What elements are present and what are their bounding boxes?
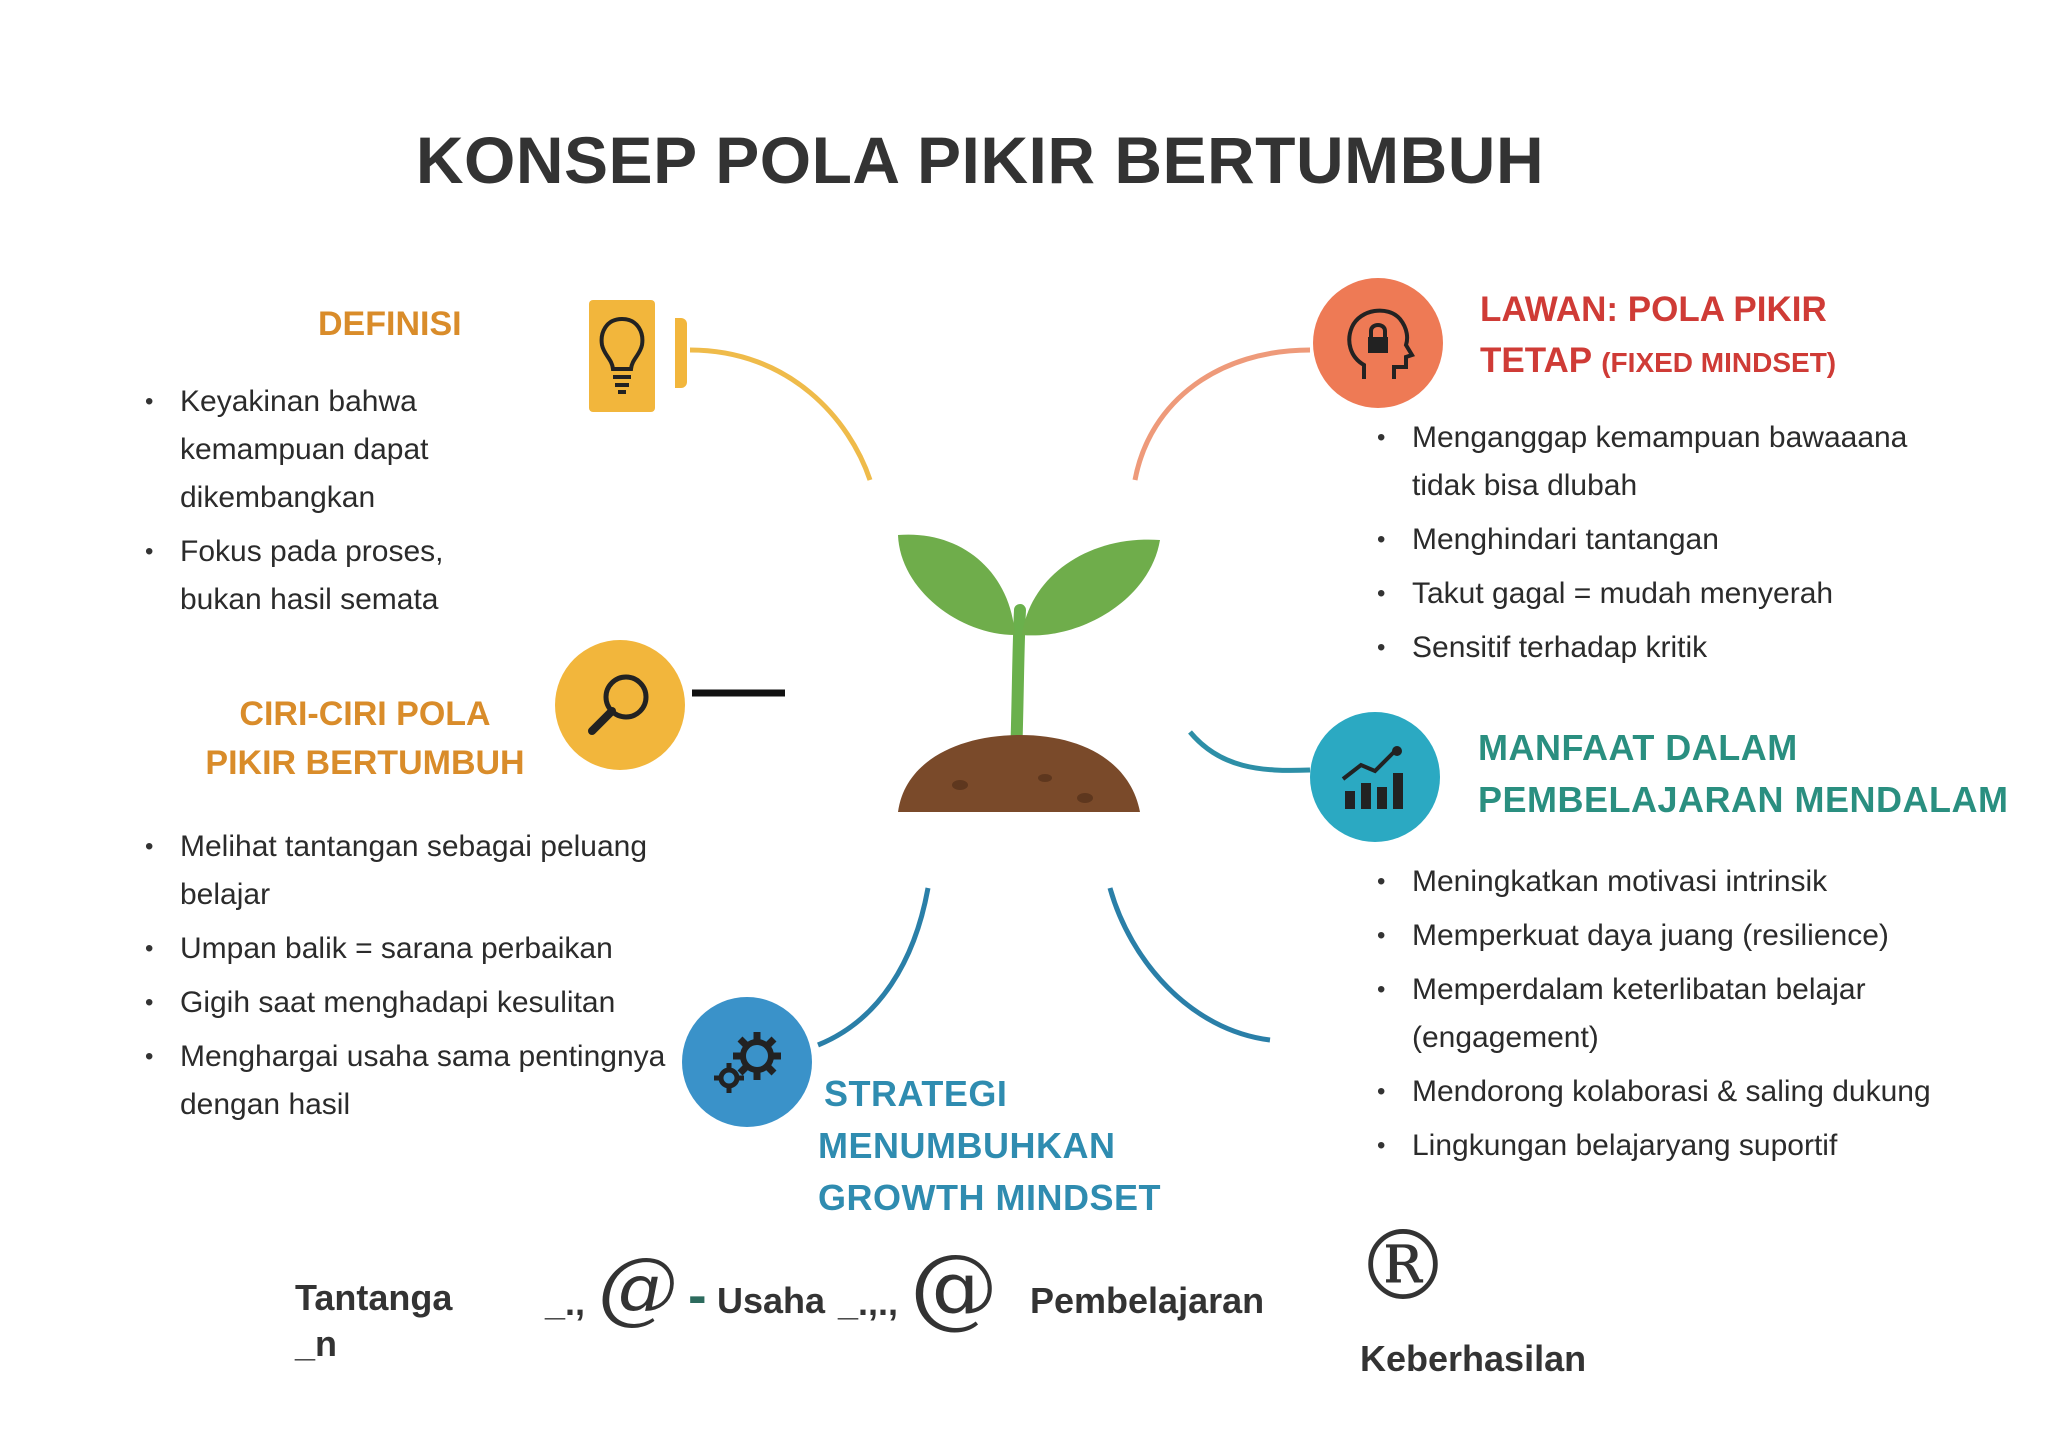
lawan-icon-circle [1313,278,1443,408]
right-leaf [1022,539,1160,636]
bottom-keberhasilan: Keberhasilan [1360,1338,1587,1379]
manfaat-heading-line1: MANFAAT DALAM [1478,727,1798,768]
list-item: Menghargai usaha sama pentingnya dengan … [145,1033,705,1129]
bottom-sep-2: _.,., [838,1282,899,1323]
definisi-heading: DEFINISI [318,305,462,343]
lawan-heading: LAWAN: POLA PIKIR TETAP (FIXED MINDSET) [1480,285,1836,387]
lightbulb-icon [599,316,645,394]
list-item: Menganggap kemampuan bawaaana tidak bisa… [1377,414,1977,510]
list-item: Menghindari tantangan [1377,516,1977,564]
strategi-icon-circle [682,997,812,1127]
list-item: Memperdalam keterlibatan belajar (engage… [1377,966,1997,1062]
list-item: Fokus pada proses, bukan hasil semata [145,528,505,624]
ciri-heading-line2: PIKIR BERTUMBUH [205,744,525,783]
connector-lawan [1132,347,1311,481]
gears-icon [714,1032,781,1093]
list-item: Melihat tantangan sebagai peluang belaja… [145,823,705,919]
manfaat-heading: MANFAAT DALAM PEMBELAJARAN MENDALAM [1478,722,2009,826]
lawan-heading-tetap: TETAP [1480,340,1592,380]
ciri-list: Melihat tantangan sebagai peluang belaja… [145,823,705,1135]
growth-chart-icon [1341,746,1403,809]
page-title: KONSEP POLA PIKIR BERTUMBUH [415,123,1545,197]
list-item: Takut gagal = mudah menyerah [1377,570,1977,618]
magnifier-icon [588,674,649,735]
bottom-tantangan-line2: _n [295,1323,338,1364]
strategi-heading-line3: GROWTH MINDSET [818,1177,1161,1219]
ciri-heading-line1: CIRI-CIRI POLA [239,695,491,733]
manfaat-heading-line2: PEMBELAJARAN MENDALAM [1478,779,2009,821]
bottom-tantangan: Tantanga _n [295,1275,452,1367]
strategi-heading-line1: STRATEGI [824,1073,1008,1114]
list-item: Umpan balik = sarana perbaikan [145,925,705,973]
head-lock-icon [1347,308,1415,379]
definisi-list: Keyakinan bahwa kemampuan dapat dikemban… [145,378,505,630]
list-item: Lingkungan belajaryang suportif [1377,1122,1997,1170]
connector-manfaat [1188,730,1311,773]
definisi-icon-tile [589,300,655,412]
registered-icon: ® [1355,1210,1451,1322]
soil-mound [898,735,1140,812]
lawan-heading-line2: TETAP (FIXED MINDSET) [1480,336,1836,387]
strategi-heading-line2: MENUMBUHKAN [818,1125,1116,1167]
ciri-heading: CIRI-CIRI POLA PIKIR BERTUMBUH [190,690,540,789]
lawan-heading-line1: LAWAN: POLA PIKIR [1480,290,1827,329]
strategi-heading: STRATEGI MENUMBUHKAN GROWTH MINDSET [818,1068,1161,1225]
list-item: Sensitif terhadap kritik [1377,624,1977,672]
left-leaf [898,534,1015,635]
at-icon-1: @ [598,1240,678,1333]
at-icon-2: @ [910,1235,998,1338]
list-item: Memperkuat daya juang (resilience) [1377,912,1997,960]
definisi-icon-edge [675,318,687,388]
bottom-dash: - [688,1263,707,1326]
list-item: Gigih saat menghadapi kesulitan [145,979,705,1027]
sprout-icon [898,534,1160,812]
lawan-list: Menganggap kemampuan bawaaana tidak bisa… [1377,414,1977,678]
connector-definisi [689,347,873,481]
ciri-icon-circle [555,640,685,770]
manfaat-icon-circle [1310,712,1440,842]
manfaat-list: Meningkatkan motivasi intrinsik Memperku… [1377,858,1997,1176]
bottom-pembelajaran: Pembelajaran [1030,1280,1265,1321]
list-item: Mendorong kolaborasi & saling dukung [1377,1068,1997,1116]
list-item: Meningkatkan motivasi intrinsik [1377,858,1997,906]
bottom-tantangan-line1: Tantanga [295,1277,453,1318]
bottom-usaha: Usaha [717,1280,826,1321]
bottom-sep-1: _., [545,1282,586,1323]
lawan-heading-sub: (FIXED MINDSET) [1601,346,1837,378]
list-item: Keyakinan bahwa kemampuan dapat dikemban… [145,378,505,522]
connector-strategi [817,887,931,1048]
connector-manfaat-lower [1107,887,1271,1043]
